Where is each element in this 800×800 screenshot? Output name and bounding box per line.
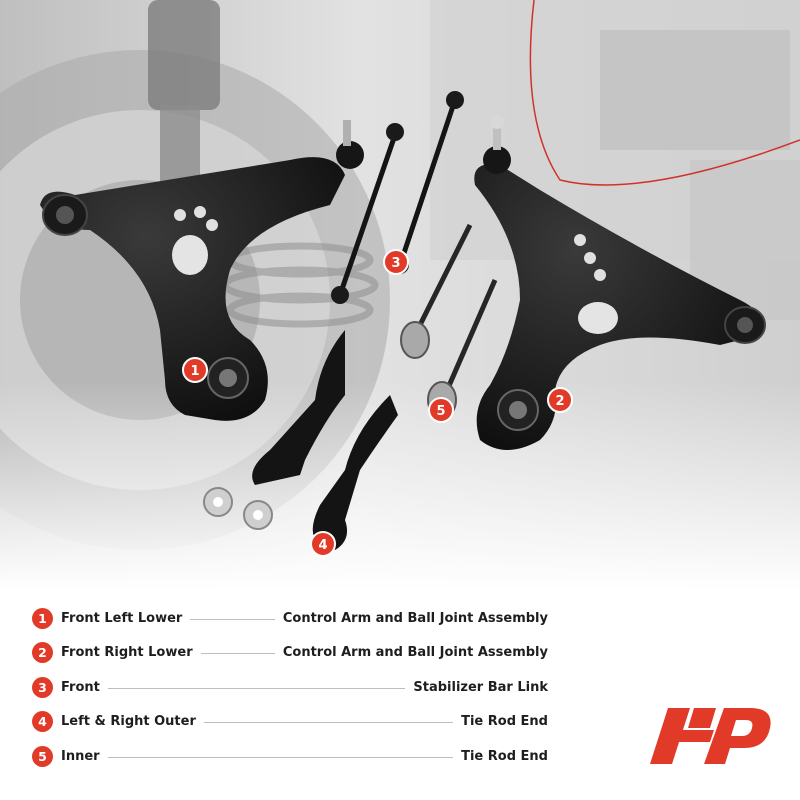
legend-row-1: 1 Front Left Lower Control Arm and Ball …: [32, 607, 548, 629]
legend-leader-line: [200, 653, 275, 654]
product-photo: 1 2 3 4 5: [0, 0, 800, 590]
right-control-arm: [474, 115, 766, 450]
marker-1: 1: [182, 357, 208, 383]
svg-text:3: 3: [391, 256, 400, 271]
marker-3: 3: [383, 249, 409, 275]
parts-legend: 1 Front Left Lower Control Arm and Ball …: [32, 607, 548, 780]
legend-position-label: Left & Right Outer: [61, 714, 196, 729]
svg-text:5: 5: [436, 404, 445, 419]
legend-position-label: Front: [61, 679, 100, 695]
legend-row-5: 5 Inner Tie Rod End: [32, 745, 548, 767]
legend-leader-line: [107, 756, 454, 758]
legend-position-label: Inner: [61, 748, 100, 764]
legend-part-name: Stabilizer Bar Link: [413, 679, 548, 695]
legend-row-3: 3 Front Stabilizer Bar Link: [32, 676, 548, 698]
legend-part-name: Control Arm and Ball Joint Assembly: [282, 645, 548, 660]
legend-part-name: Control Arm and Ball Joint Assembly: [282, 610, 548, 626]
legend-leader-line: [190, 618, 275, 620]
a-premium-logo-icon: [650, 708, 771, 764]
marker-4: 4: [310, 531, 336, 557]
legend-position-label: Front Right Lower: [61, 645, 193, 660]
marker-5: 5: [428, 397, 454, 423]
legend-number-badge: 3: [32, 676, 53, 698]
legend-position-label: Front Left Lower: [61, 610, 183, 626]
legend-number-badge: 4: [32, 711, 53, 732]
svg-text:1: 1: [190, 364, 199, 379]
marker-2: 2: [547, 387, 573, 413]
legend-row-4: 4 Left & Right Outer Tie Rod End: [32, 711, 548, 733]
legend-part-name: Tie Rod End: [461, 748, 548, 764]
legend-leader-line: [107, 687, 406, 689]
legend-leader-line: [203, 722, 454, 723]
part-markers: 1 2 3 4 5: [182, 249, 573, 557]
legend-number-badge: 1: [32, 607, 53, 629]
legend-part-name: Tie Rod End: [461, 714, 548, 729]
left-control-arm: [40, 120, 364, 421]
legend-number-badge: 5: [32, 745, 53, 767]
svg-text:4: 4: [318, 538, 327, 553]
svg-text:2: 2: [555, 394, 564, 409]
legend-number-badge: 2: [32, 642, 53, 663]
outer-tie-rods: [203, 330, 398, 550]
legend-row-2: 2 Front Right Lower Control Arm and Ball…: [32, 642, 548, 664]
